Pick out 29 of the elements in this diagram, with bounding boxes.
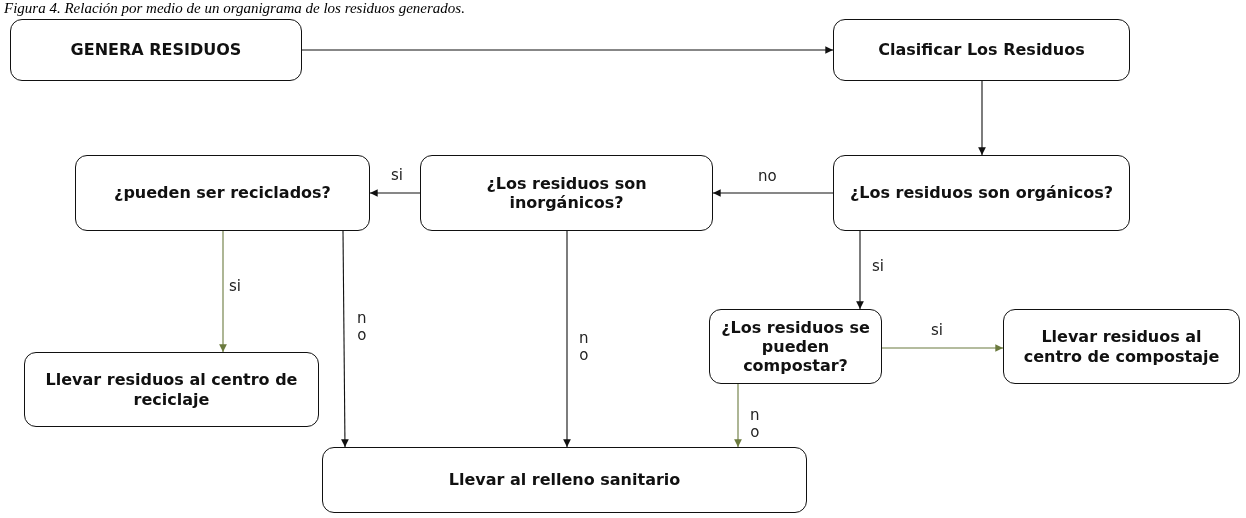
- box-text: Llevar residuos al centro de reciclaje: [44, 370, 299, 409]
- arrow: [881, 344, 1004, 352]
- box-text: ¿pueden ser reciclados?: [114, 183, 331, 203]
- process-box: [10, 19, 302, 81]
- arrow: [734, 383, 742, 448]
- process-box: [24, 352, 319, 427]
- box-text: Llevar al relleno sanitario: [448, 470, 681, 490]
- process-box: [75, 155, 370, 231]
- arrow: [712, 189, 834, 197]
- box-text: GENERA RESIDUOS: [70, 40, 242, 60]
- figure-title: Figura 4. Relación por medio de un organigrama de los residuos generados.: [4, 0, 465, 17]
- process-box: [709, 309, 882, 384]
- box-text: Llevar residuos al centro de compostaje: [1022, 327, 1221, 366]
- arrow: [369, 189, 421, 197]
- arrow: [978, 80, 986, 156]
- arrow: [856, 230, 864, 310]
- arrow: [301, 46, 834, 54]
- box-text: ¿Los residuos son orgánicos?: [850, 183, 1113, 203]
- process-box: [833, 155, 1130, 231]
- arrow: [563, 230, 571, 448]
- box-text: Clasificar Los Residuos: [878, 40, 1085, 60]
- box-text: ¿Los residuos se pueden compostar?: [720, 317, 871, 376]
- process-box: [322, 447, 807, 513]
- box-text: ¿Los residuos son inorgánicos?: [485, 173, 648, 213]
- arrow: [219, 230, 227, 353]
- process-box: [420, 155, 713, 231]
- process-box: [833, 19, 1130, 81]
- arrow: [341, 230, 349, 448]
- process-box: [1003, 309, 1240, 384]
